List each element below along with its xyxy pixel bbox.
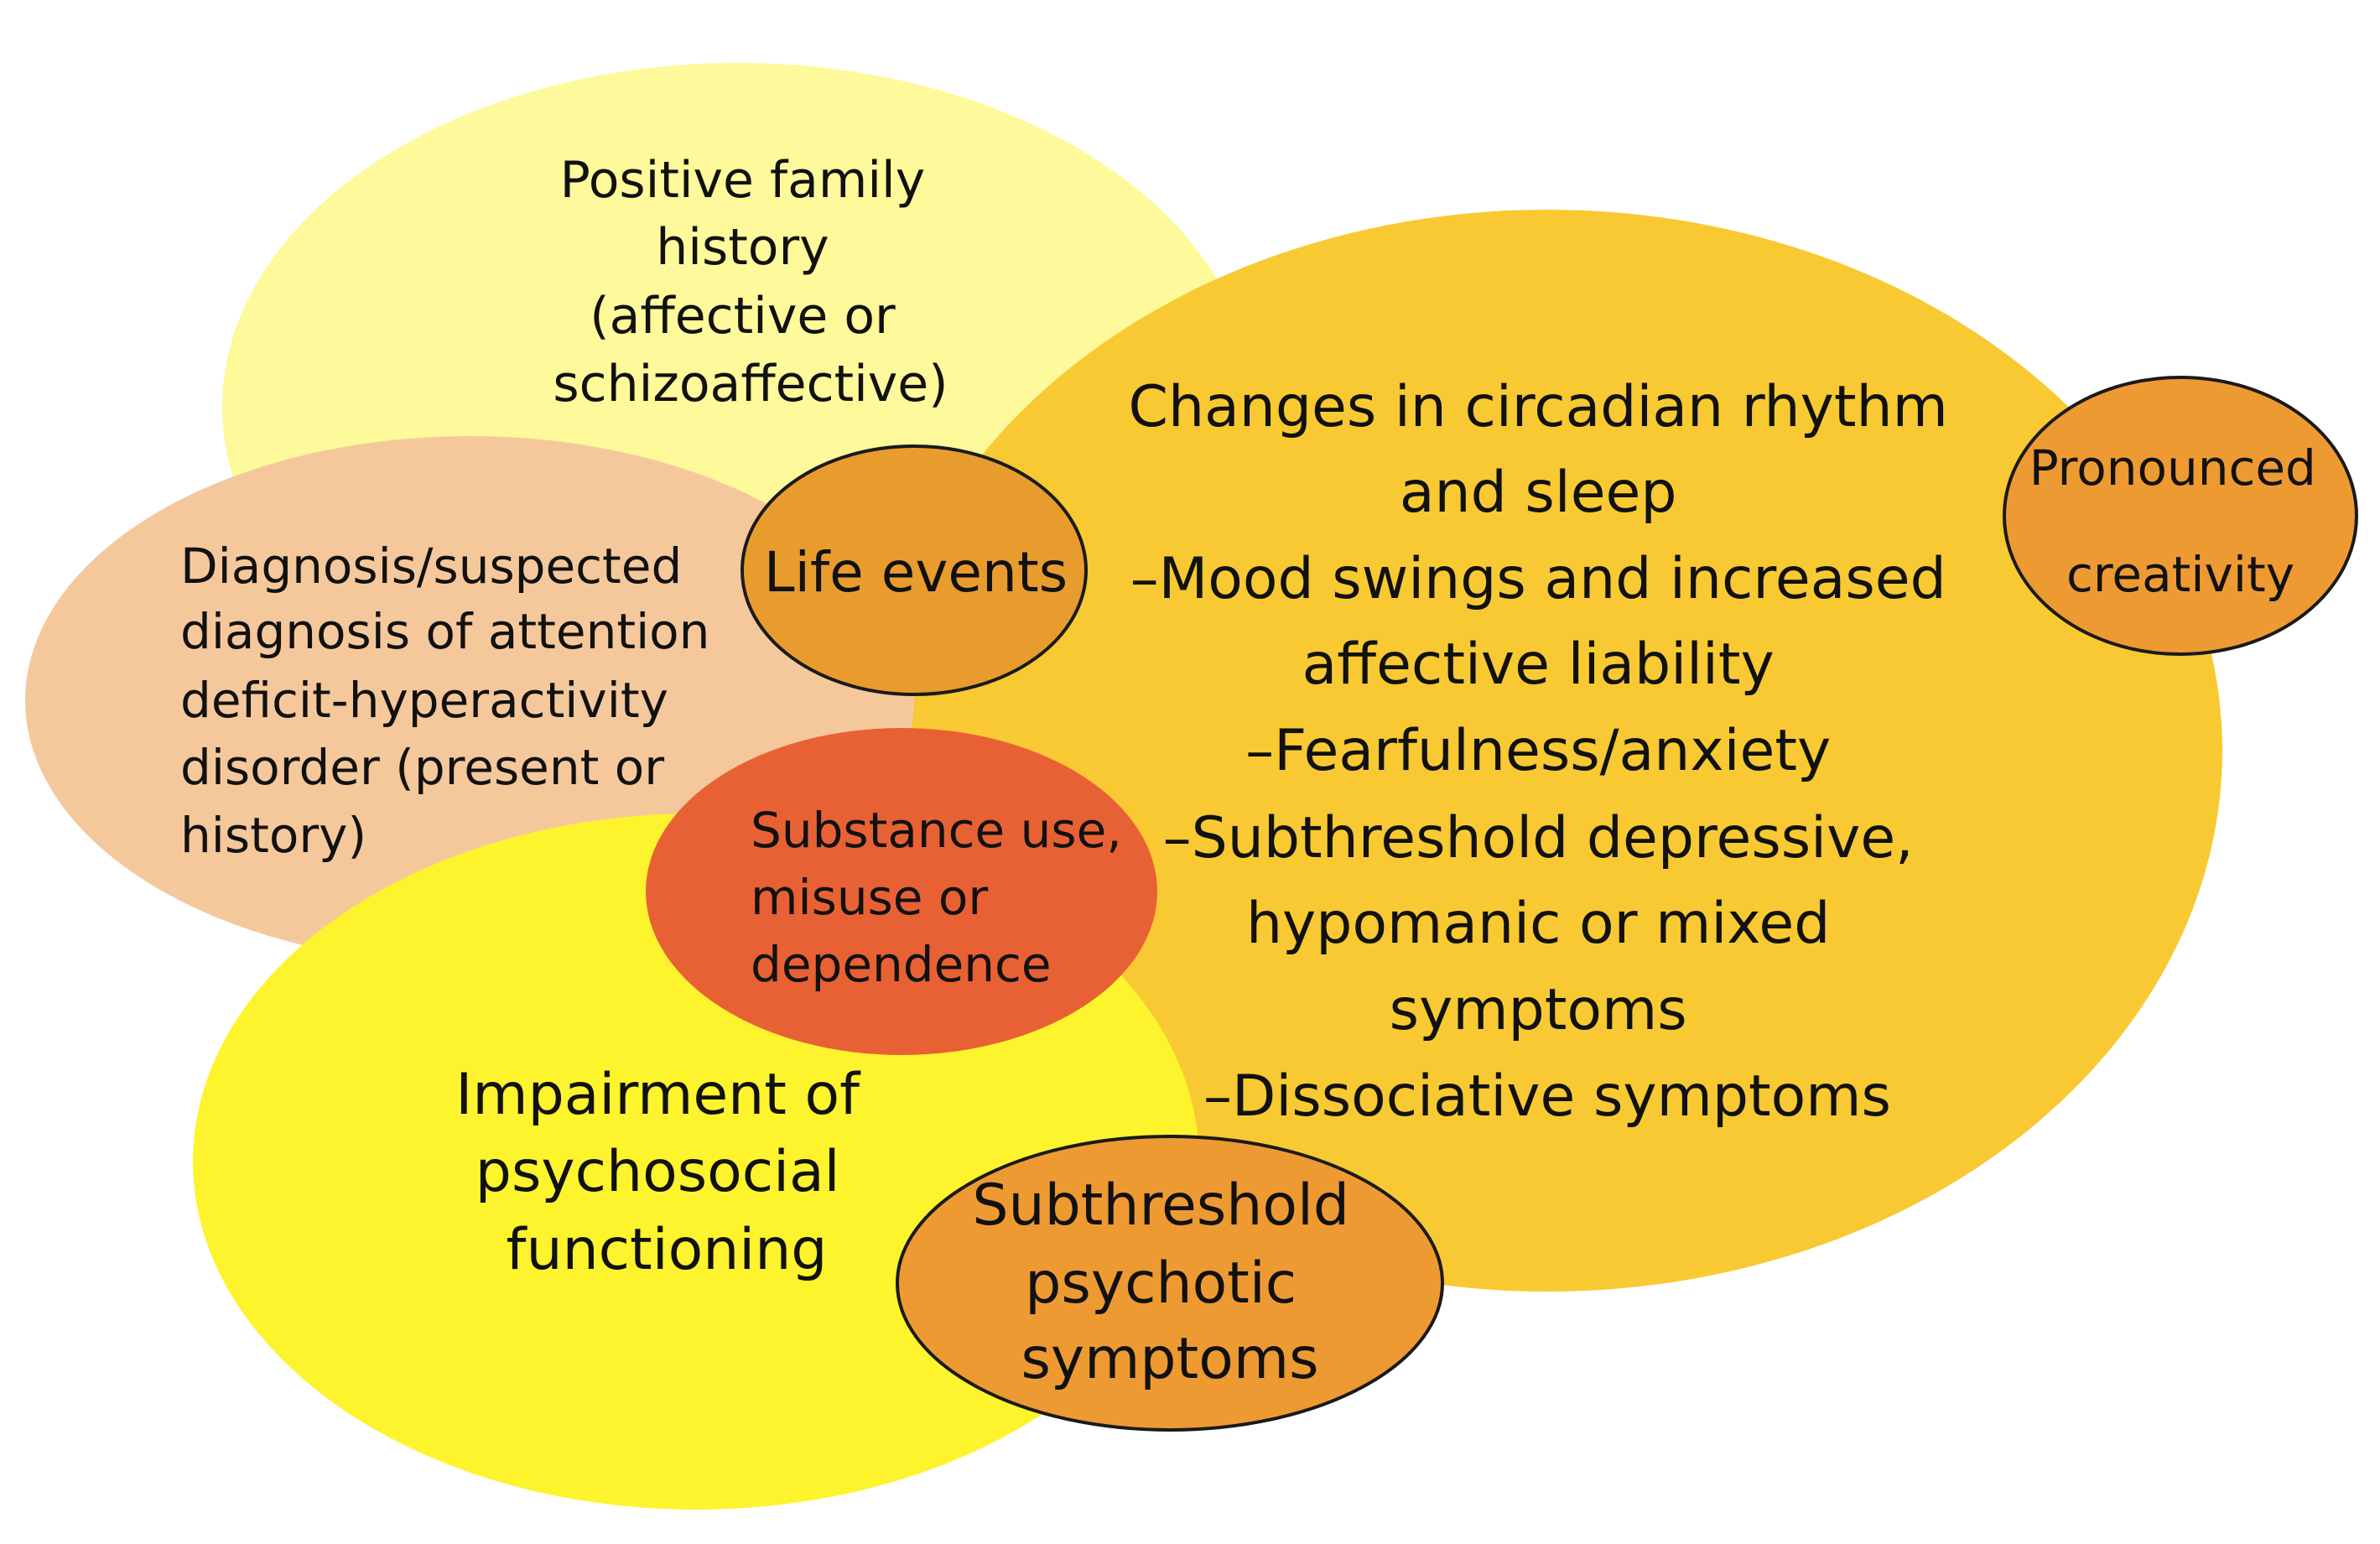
psychosocial-text: Impairment of psychosocial functioning <box>455 1062 877 1283</box>
circadian-text: Changes in circadian rhythm and sleep –M… <box>1129 374 1967 1130</box>
family-history-line: (affective or <box>590 287 896 346</box>
creativity-text: Pronounced creativity <box>2029 439 2332 603</box>
family-history-line: schizoaffective) <box>553 355 948 413</box>
substance-text: Substance use, misuse or dependence <box>751 802 1137 993</box>
substance-ellipse <box>646 728 1157 1055</box>
psychosocial-line: Impairment of <box>455 1062 861 1128</box>
circadian-line: –Mood swings and increased <box>1130 546 1946 612</box>
psychotic-line: psychotic <box>1025 1250 1297 1317</box>
substance-line: dependence <box>751 936 1052 993</box>
circadian-line: symptoms <box>1390 977 1687 1043</box>
adhd-line: disorder (present or <box>180 739 664 796</box>
substance-line: Substance use, <box>751 802 1122 859</box>
creativity-line: Pronounced <box>2029 439 2316 496</box>
psychotic-ellipse <box>896 1135 1444 1432</box>
life-events-text: Life events <box>764 540 1068 605</box>
creativity-ellipse <box>2003 376 2358 656</box>
circadian-line: –Fearfulness/anxiety <box>1245 718 1831 784</box>
circadian-bubble <box>872 210 2222 1292</box>
creativity-line: creativity <box>2066 546 2294 603</box>
psychosocial-line: functioning <box>507 1217 828 1283</box>
circadian-line: –Dissociative symptoms <box>1203 1063 1891 1130</box>
circadian-ellipse <box>872 210 2222 1292</box>
life-events-bubble: Life events <box>741 444 1088 696</box>
circadian-line: affective liability <box>1302 632 1775 698</box>
substance-line: misuse or <box>751 869 988 926</box>
life-events-line: Life events <box>764 540 1068 605</box>
adhd-line: deficit-hyperactivity <box>180 672 668 729</box>
psychotic-line: symptoms <box>1021 1326 1318 1392</box>
substance-bubble: Substance use, misuse or dependence <box>646 728 1157 1055</box>
family-history-line: Positive family <box>560 151 926 210</box>
creativity-bubble: Pronounced creativity <box>2003 376 2358 656</box>
psychosocial-line: psychosocial <box>475 1139 840 1205</box>
life-events-ellipse <box>741 444 1088 696</box>
psychotic-text: Subthreshold psychotic symptoms <box>972 1172 1367 1392</box>
family-history-line: history <box>656 218 829 277</box>
adhd-line: Diagnosis/suspected <box>180 538 682 595</box>
adhd-text: Diagnosis/suspected diagnosis of attenti… <box>180 538 725 864</box>
psychotic-line: Subthreshold <box>972 1172 1349 1239</box>
circadian-line: Changes in circadian rhythm <box>1129 374 1948 440</box>
adhd-line: history) <box>180 807 366 864</box>
adhd-line: diagnosis of attention <box>180 603 709 660</box>
family-history-text: Positive family history (affective or sc… <box>553 151 948 413</box>
psychotic-bubble: Subthreshold psychotic symptoms <box>896 1135 1444 1432</box>
circadian-line: –Subthreshold depressive, <box>1163 805 1914 871</box>
circadian-line: and sleep <box>1400 460 1677 526</box>
circadian-line: hypomanic or mixed <box>1246 891 1830 957</box>
